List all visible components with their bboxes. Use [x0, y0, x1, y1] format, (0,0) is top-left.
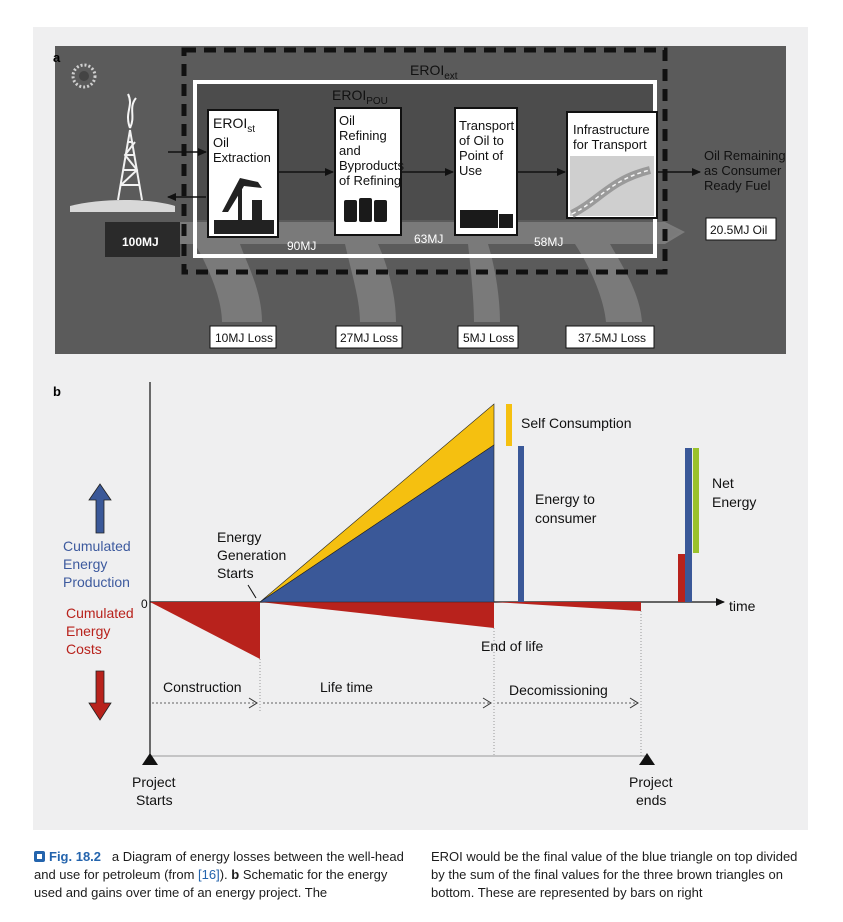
energy-generation-starts-label: Energy Generation Starts: [217, 529, 290, 581]
sun-icon: [71, 63, 97, 89]
oil-flow-taper: [180, 222, 680, 244]
flow-58mj: 58MJ: [534, 235, 563, 249]
energy-to-consumer-label: Energy to consumer: [535, 491, 599, 526]
net-energy-label: Net Energy: [712, 475, 756, 510]
self-consumption-label: Self Consumption: [521, 415, 632, 431]
decommissioning-cost-triangle: [494, 602, 641, 611]
figure-caption-right: EROI would be the final value of the blu…: [431, 849, 798, 900]
process-arrows: [167, 148, 701, 201]
phase-dividers: [259, 611, 642, 756]
flow-100mj: 100MJ: [122, 235, 159, 249]
final-oil-text: 20.5MJ Oil: [710, 223, 767, 237]
loss-box-1: [209, 325, 277, 349]
road-icon: [570, 156, 654, 218]
cumulated-costs-label: Cumulated Energy Costs: [66, 605, 138, 657]
oil-derrick-icon: [117, 93, 143, 201]
cumulated-production-label: Cumulated Energy Production: [63, 538, 135, 590]
loss-flow-3: [468, 244, 500, 322]
time-label: time: [729, 598, 756, 614]
stage-oil-refining-text: Oil Refining and Byproducts of Refining: [339, 113, 408, 188]
loss-text-4: 37.5MJ Loss: [578, 331, 646, 345]
zero-label: 0: [141, 597, 148, 611]
project-end-marker-icon: [639, 753, 655, 765]
loss-flow-4: [575, 244, 642, 322]
final-oil-box: [705, 217, 777, 241]
loss-flow-2: [345, 244, 396, 322]
loss-flows: [195, 244, 642, 322]
project-ends-label: Project ends: [629, 774, 676, 808]
end-of-life-label: End of life: [481, 638, 543, 654]
stage-transport-text: Transport of Oil to Point of Use: [459, 118, 518, 178]
pumpjack-icon: [214, 178, 274, 234]
flow-63mj: 63MJ: [414, 232, 443, 246]
loss-text-2: 27MJ Loss: [340, 331, 398, 345]
caption-b-label: b: [231, 867, 240, 882]
oil-barrels-icon: [344, 198, 387, 222]
eroi-ext-label: EROIext: [410, 62, 458, 82]
phase-life-time: Life time: [320, 679, 373, 695]
cost-bar: [678, 554, 685, 602]
truck-icon: [460, 210, 513, 228]
caption-text-3: Schematic for the energy used and gains …: [34, 867, 388, 900]
net-energy-bar: [693, 448, 699, 553]
energy-to-consumer-triangle: [259, 444, 495, 603]
operation-cost-triangle: [260, 602, 494, 628]
project-start-marker-icon: [142, 753, 158, 765]
energy-to-consumer-bar: [518, 446, 524, 602]
phase-construction: Construction: [163, 679, 242, 695]
stage-oil-extraction-text: Oil Extraction: [213, 135, 271, 165]
oil-ground: [70, 200, 175, 212]
eroi-ext-box: [181, 47, 668, 275]
caption-reference-link[interactable]: [16]: [198, 867, 220, 882]
loss-flow-1: [195, 244, 262, 322]
loss-box-3: [457, 325, 519, 349]
loss-box-2: [335, 325, 403, 349]
loss-text-1: 10MJ Loss: [215, 331, 273, 345]
self-consumption-bar: [506, 404, 512, 446]
eroi-pou-label: EROIPOU: [332, 87, 388, 107]
arrow-down-icon: [88, 670, 112, 721]
panel-b-label: b: [53, 384, 61, 399]
caption-text-2: ).: [219, 867, 232, 882]
phase-decommissioning: Decomissioning: [509, 682, 608, 698]
production-bar: [685, 448, 692, 602]
stage-infrastructure-text: Infrastructure for Transport: [573, 122, 653, 152]
generation-start-pointer: [247, 584, 257, 599]
figure-number: Fig. 18.2: [49, 849, 102, 864]
caption-text-1: a Diagram of energy losses between the w…: [34, 849, 404, 882]
construction-cost-triangle: [150, 602, 260, 659]
loss-boxes: 10MJ Loss 27MJ Loss 5MJ Loss 37.5MJ Loss: [209, 325, 655, 349]
figure-marker-icon: [34, 851, 45, 862]
stage-oil-extraction-box: [207, 109, 279, 238]
panel-b: b Cumulated Energy Production Cumulated …: [53, 382, 756, 808]
panel-a-label: a: [53, 50, 61, 65]
oil-remaining-text: Oil Remaining as Consumer Ready Fuel: [704, 148, 789, 193]
loss-box-4: [565, 325, 655, 349]
flow-90mj: 90MJ: [287, 239, 316, 253]
figure-caption-left: Fig. 18.2 a Diagram of energy losses bet…: [34, 848, 414, 902]
eroi-st-label: EROIst: [213, 115, 255, 135]
oil-flow-start: [105, 222, 180, 257]
loss-text-3: 5MJ Loss: [463, 331, 514, 345]
arrow-up-icon: [88, 483, 112, 534]
project-starts-label: Project Starts: [132, 774, 179, 808]
panel-a: a EROIext EROIPOU EROIst Oil Extraction: [53, 46, 789, 354]
